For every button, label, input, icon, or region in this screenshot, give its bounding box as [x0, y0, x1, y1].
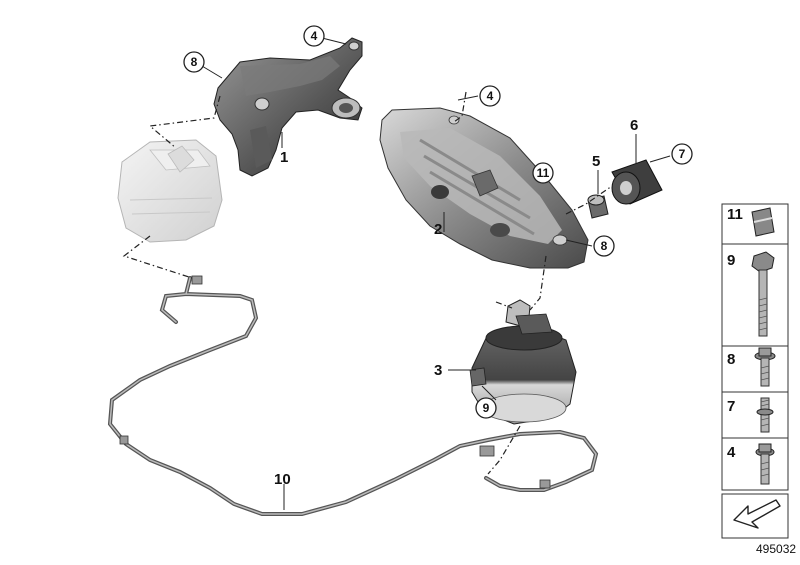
stud-bolt-icon: [756, 397, 774, 433]
svg-text:4: 4: [311, 29, 318, 43]
svg-text:7: 7: [679, 147, 686, 161]
callout-8-lower: 8: [593, 235, 615, 257]
assembly-lines: [122, 91, 613, 475]
legend-cell-4: [721, 437, 789, 491]
bushing-small: [587, 194, 609, 219]
svg-text:9: 9: [483, 401, 490, 415]
clip-nut-icon: [751, 207, 775, 237]
callout-4-mid: 4: [479, 85, 501, 107]
legend-num-11: 11: [727, 206, 743, 223]
callout-7: 7: [671, 143, 693, 165]
engine-support-bracket: [213, 37, 363, 177]
vacuum-hose-line: [107, 275, 599, 516]
svg-text:8: 8: [191, 55, 198, 69]
legend-num-9: 9: [727, 252, 735, 269]
legend-num-7: 7: [727, 398, 735, 415]
fastener-legend: 11 9 8 7 4: [721, 203, 789, 539]
callout-5: 5: [592, 153, 600, 170]
callout-9: 9: [475, 397, 497, 419]
svg-text:4: 4: [487, 89, 494, 103]
legend-num-8: 8: [727, 351, 735, 368]
diagram-id: 495032: [756, 542, 796, 556]
flange-bolt-icon: [754, 347, 776, 387]
rubber-mount-ring: [611, 159, 663, 205]
arrow-direction-icon: [733, 499, 781, 529]
callout-6: 6: [630, 117, 638, 134]
callout-10: 10: [274, 471, 291, 488]
leader-lines: [201, 37, 671, 510]
legend-num-4: 4: [727, 444, 736, 461]
callout-4-upper: 4: [303, 25, 325, 47]
engine-block-ghost: [117, 139, 223, 243]
legend-cell-7: [721, 391, 789, 439]
callout-8-upper: 8: [183, 51, 205, 73]
callout-1: 1: [280, 149, 288, 166]
long-bolt-icon: [751, 251, 775, 337]
svg-text:8: 8: [601, 239, 608, 253]
callout-2: 2: [434, 221, 442, 238]
short-bolt-icon: [755, 443, 775, 485]
callout-11: 11: [532, 162, 554, 184]
engine-carrier-bracket: [379, 107, 589, 269]
legend-cell-8: [721, 345, 789, 393]
svg-text:11: 11: [537, 166, 550, 180]
callout-3: 3: [434, 362, 442, 379]
